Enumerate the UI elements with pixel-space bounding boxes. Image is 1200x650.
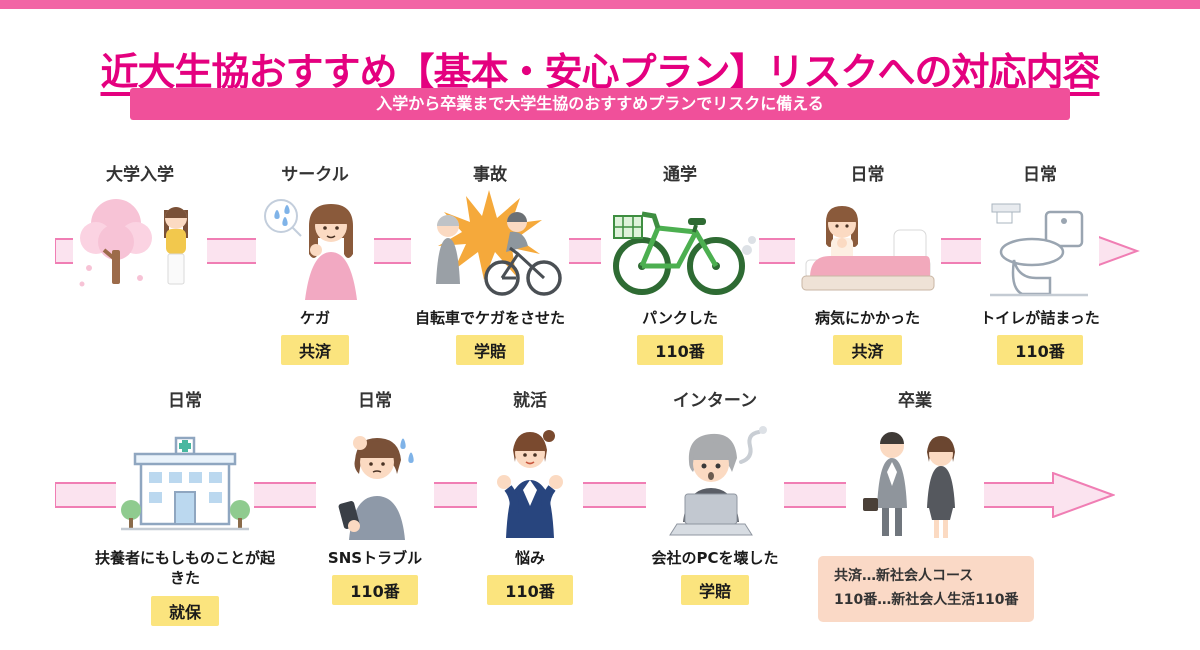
subtitle-banner: 入学から卒業まで大学生協のおすすめプランでリスクに備える <box>130 88 1070 120</box>
timeline-item-commute: 通学 パンクした 110番 <box>580 160 780 366</box>
timeline-item-circle: サークル ケガ 共済 <box>215 160 415 366</box>
hospital-icon <box>116 410 254 540</box>
stage-label: 日常 <box>168 391 202 411</box>
stage-label: 大学入学 <box>106 165 174 185</box>
event-label: SNSトラブル <box>327 549 423 567</box>
university-entrance-icon <box>73 184 207 300</box>
circle-injury-icon <box>256 184 374 300</box>
sns-trouble-icon <box>316 410 434 540</box>
stage-label: 通学 <box>663 165 697 185</box>
timeline-item-daily-guardian: 日常 扶養者にもしものことが起きた <box>85 386 285 626</box>
timeline-item-intern: インターン 会社のPCを壊した 学賠 <box>610 386 820 606</box>
sick-in-bed-icon <box>794 184 941 300</box>
clogged-toilet-icon <box>981 184 1099 300</box>
event-label: 悩み <box>514 549 545 567</box>
stage-label: 日常 <box>850 165 885 185</box>
timeline-item-accident: 事故 自転車でケガをさせた 学賠 <box>385 160 595 366</box>
event-label: 自転車でケガをさせた <box>414 309 565 327</box>
stage-label: インターン <box>672 391 758 411</box>
event-label: 扶養者にもしものことが起きた <box>95 549 276 588</box>
stage-label: サークル <box>281 165 349 185</box>
bicycle-accident-icon <box>411 184 569 300</box>
timeline-item-daily-sns: 日常 SNSトラブル 110番 <box>275 386 475 606</box>
top-accent-bar <box>0 0 1200 9</box>
intern-laptop-icon <box>646 410 784 540</box>
coverage-badge: 共済 <box>280 335 349 366</box>
legend-line-kyosai: 共済…新社会人コース <box>834 568 974 584</box>
coverage-badge: 110番 <box>332 575 418 606</box>
stage-label: 事故 <box>473 165 507 185</box>
coverage-legend: 共済…新社会人コース 110番…新社会人生活110番 <box>818 556 1035 622</box>
page-title: 近大生協おすすめ【基本・安心プラン】リスクへの対応内容 <box>100 50 1100 95</box>
event-label: トイレが詰まった <box>980 309 1100 327</box>
event-label: パンクした <box>642 309 718 327</box>
graduation-icon <box>846 410 984 540</box>
timeline-item-graduation: 卒業 <box>815 386 1015 540</box>
legend-line-110: 110番…新社会人生活110番 <box>834 591 1019 608</box>
coverage-badge: 就保 <box>150 595 219 626</box>
timeline-item-daily-toilet: 日常 トイレが詰まった 110番 <box>940 160 1140 366</box>
event-label: 病気にかかった <box>814 309 920 327</box>
stage-label: 日常 <box>1023 165 1057 185</box>
coverage-badge: 110番 <box>487 575 573 606</box>
timeline-item-job-hunting: 就活 悩み 110番 <box>430 386 630 606</box>
commute-bicycle-icon <box>601 184 759 300</box>
timeline-item-daily-sick: 日常 病気にかかった 共済 <box>765 160 970 366</box>
event-label: ケガ <box>299 309 330 327</box>
timeline-item-university-entrance: 大学入学 <box>40 160 240 300</box>
stage-label: 日常 <box>358 391 392 411</box>
event-label: 会社のPCを壊した <box>651 549 779 567</box>
stage-label: 就活 <box>513 391 547 411</box>
coverage-badge: 110番 <box>637 335 723 366</box>
job-hunting-icon <box>477 410 583 540</box>
coverage-badge: 学賠 <box>455 335 524 366</box>
coverage-badge: 110番 <box>997 335 1083 366</box>
coverage-badge: 学賠 <box>680 575 749 606</box>
coverage-badge: 共済 <box>833 335 902 366</box>
stage-label: 卒業 <box>898 391 932 411</box>
